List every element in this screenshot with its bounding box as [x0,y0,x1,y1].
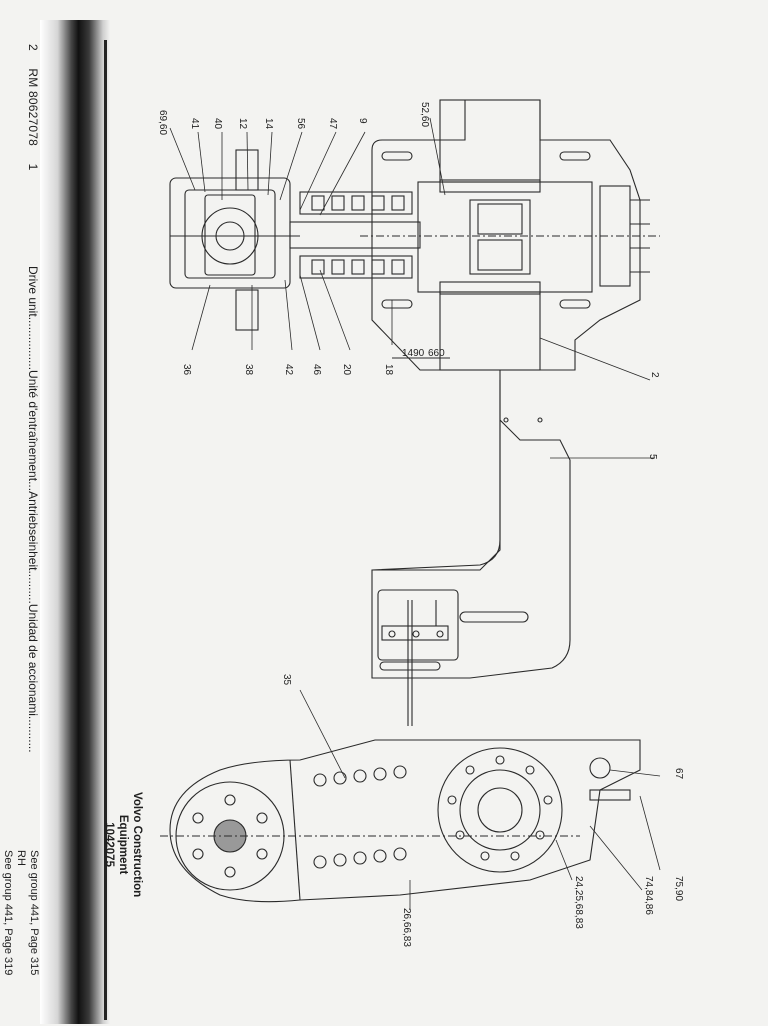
part-label: 36 [181,364,192,376]
part-label: 5 [647,454,658,460]
leader-lines [169,117,661,910]
binding-shadow [40,20,110,1024]
part-label: 35 [281,674,292,686]
binding-edge [104,40,107,1020]
part-label: 52,60 [419,102,430,127]
sprocket-bolts [447,755,553,861]
part-label: 69,60 [157,110,168,135]
part-label: 75,90 [673,876,684,901]
part-labels: 69,60 41 40 12 14 56 47 9 52,60 36 38 42… [157,102,684,947]
upper-chain [299,191,413,215]
svg-text:1490: 1490 [402,348,425,359]
motor-bottom [439,291,541,371]
chain-case [169,739,641,903]
part-label: 47 [327,118,338,130]
part-label: 40 [212,118,223,130]
part-label: 67 [673,768,684,780]
part-label: 14 [263,118,274,130]
part-label: 41 [189,118,200,130]
hub-bolts [192,794,268,878]
part-label: 74,84,86 [643,876,654,915]
part-label: 46 [311,364,322,376]
part-label: 20 [341,364,352,376]
chain-links [311,195,405,275]
part-label: 38 [243,364,254,376]
part-label: 42 [283,364,294,376]
drive-sprocket [437,747,563,873]
svg-text:660: 660 [428,348,445,359]
part-label: 26,66,83 [401,908,412,947]
chain-run [313,765,407,869]
lower-chain [299,255,413,279]
motor-top [439,99,541,183]
part-label: 56 [295,118,306,130]
part-label: 2 [649,372,660,378]
bracket-plate [377,589,459,661]
part-label: 12 [237,118,248,130]
part-label: 18 [383,364,394,376]
center-block [417,181,593,293]
part-label: 24,25,68,83 [573,876,584,929]
part-label: 9 [357,118,368,124]
